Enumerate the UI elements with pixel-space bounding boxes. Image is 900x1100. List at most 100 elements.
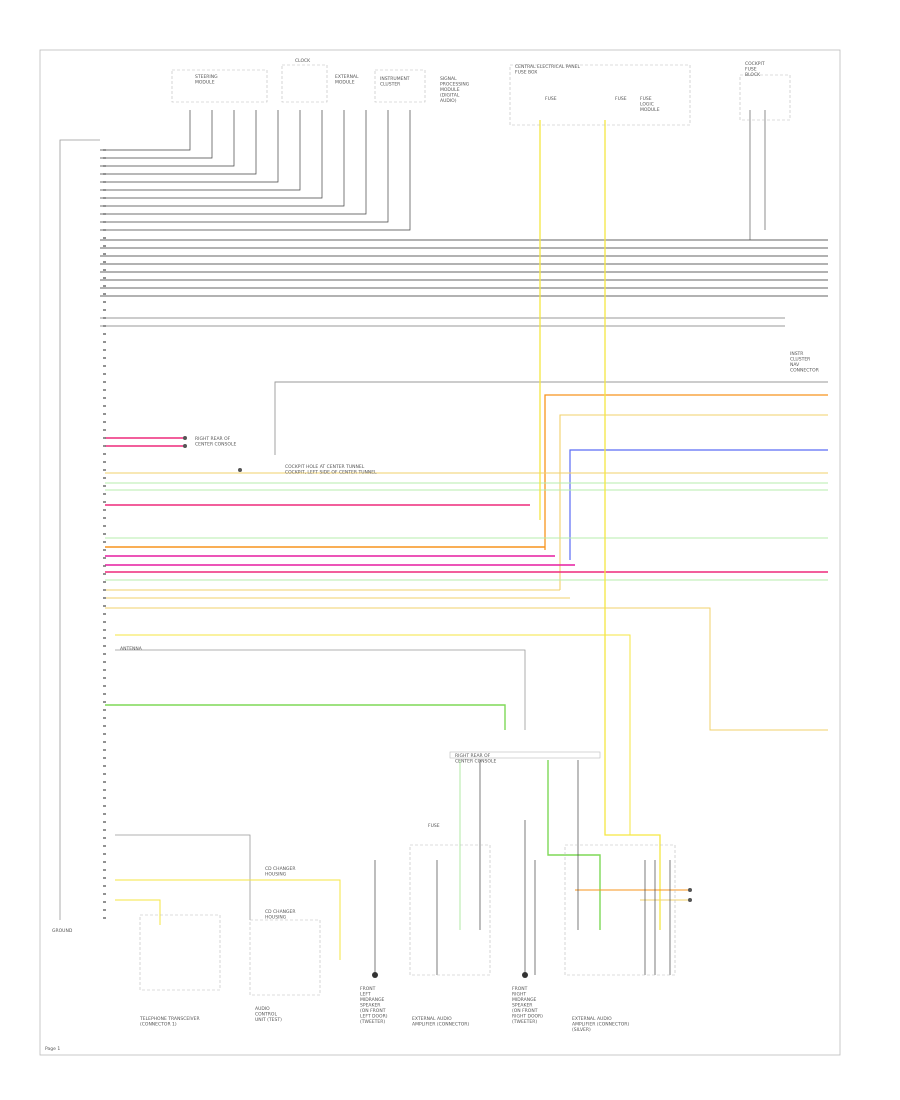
- pin-tick: [103, 189, 106, 191]
- wire-gray-2: [115, 649, 526, 730]
- amplifier-1-box: [409, 844, 491, 976]
- pin-tick: [103, 445, 106, 447]
- harness-line: [100, 110, 279, 183]
- harness-line: [100, 110, 389, 223]
- fuse-bottom-label: FUSE: [428, 823, 440, 829]
- pin-tick: [103, 229, 106, 231]
- pin-tick: [103, 853, 106, 855]
- pin-tick: [103, 517, 106, 519]
- pin-tick: [103, 765, 106, 767]
- pin-tick: [103, 205, 106, 207]
- pin-tick: [103, 629, 106, 631]
- pin-tick: [103, 757, 106, 759]
- pin-tick: [103, 741, 106, 743]
- top-fuse-b-label: FUSE: [615, 96, 627, 102]
- pin-tick: [103, 501, 106, 503]
- pin-tick: [103, 685, 106, 687]
- pin-tick: [103, 365, 106, 367]
- pin-tick: [103, 197, 106, 199]
- pin-tick: [103, 661, 106, 663]
- pin-tick: [103, 637, 106, 639]
- wire-yellow-3: [115, 634, 631, 835]
- wire-green-spk: [105, 704, 506, 730]
- wire-yellow-5: [115, 899, 161, 925]
- harness-line: [100, 110, 301, 191]
- pin-tick: [103, 509, 106, 511]
- pin-tick: [103, 749, 106, 751]
- top-fuse-a-label: FUSE: [545, 96, 557, 102]
- pin-tick: [103, 557, 106, 559]
- top-fusebox-box: [509, 64, 691, 126]
- pin-tick: [103, 525, 106, 527]
- pin-tick: [103, 725, 106, 727]
- pin-tick: [103, 453, 106, 455]
- pin-tick: [103, 549, 106, 551]
- pin-tick: [103, 349, 106, 351]
- harness-line: [100, 110, 411, 231]
- pin-tick: [103, 333, 106, 335]
- pin-tick: [103, 645, 106, 647]
- antenna-module-label: ANTENNA: [120, 646, 143, 652]
- wire-orange-1: [544, 394, 828, 550]
- top-module-2-box: [281, 64, 328, 103]
- pin-tick: [103, 261, 106, 263]
- pin-tick: [103, 293, 106, 295]
- pin-tick: [103, 461, 106, 463]
- pin-tick: [103, 269, 106, 271]
- harness-line: [100, 110, 191, 151]
- pin-tick: [103, 909, 106, 911]
- pin-tick: [103, 285, 106, 287]
- harness-line: [100, 110, 235, 167]
- pin-tick: [103, 885, 106, 887]
- pin-tick: [103, 845, 106, 847]
- pin-tick: [103, 221, 106, 223]
- pin-tick: [103, 413, 106, 415]
- component-boxes: [139, 64, 791, 996]
- pin-tick: [103, 157, 106, 159]
- pin-tick: [103, 573, 106, 575]
- splice-dot: [183, 444, 187, 448]
- pin-tick: [103, 781, 106, 783]
- pin-tick: [103, 613, 106, 615]
- page-ref-label: Page 1: [45, 1046, 60, 1052]
- wire-gray-mid: [274, 381, 828, 455]
- harness-line: [100, 110, 323, 199]
- pin-tick: [103, 653, 106, 655]
- pin-tick: [103, 165, 106, 167]
- pin-tick: [103, 861, 106, 863]
- pin-tick: [103, 357, 106, 359]
- pin-tick: [103, 773, 106, 775]
- speaker-icon: [522, 972, 528, 978]
- pin-tick: [103, 341, 106, 343]
- pin-tick: [103, 605, 106, 607]
- pin-tick: [103, 309, 106, 311]
- pin-tick: [103, 869, 106, 871]
- splice-dot: [238, 468, 242, 472]
- splice-dot: [183, 436, 187, 440]
- pin-tick: [103, 421, 106, 423]
- pin-tick: [103, 237, 106, 239]
- pin-tick: [103, 789, 106, 791]
- cd-module-1-box: [249, 919, 321, 996]
- harness-line: [100, 110, 213, 159]
- pin-tick: [103, 429, 106, 431]
- pin-tick: [103, 597, 106, 599]
- pin-tick: [103, 373, 106, 375]
- pin-tick: [103, 213, 106, 215]
- splice-dot: [688, 888, 692, 892]
- top-right-module-box: [739, 74, 791, 121]
- pin-tick: [103, 797, 106, 799]
- wire-yellow-4: [115, 879, 341, 960]
- pin-tick: [103, 877, 106, 879]
- pin-tick: [103, 381, 106, 383]
- pin-tick: [103, 701, 106, 703]
